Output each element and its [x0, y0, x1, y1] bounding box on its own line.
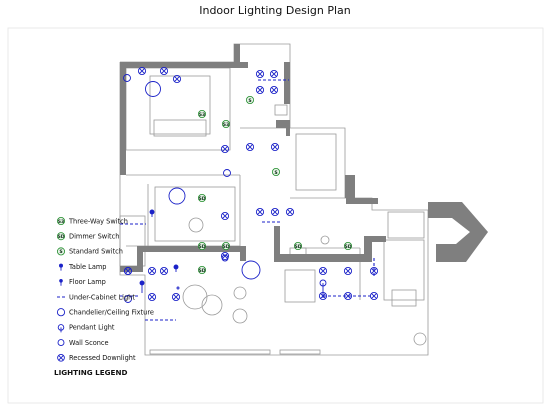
floor-lamp-icon: [59, 279, 63, 286]
svg-text:SD: SD: [57, 234, 64, 240]
three-way-switch-icon: S3: [197, 110, 206, 119]
legend-label: Three-Way Switch: [68, 217, 128, 225]
svg-text:SD: SD: [294, 244, 301, 250]
recessed-downlight-icon: [220, 251, 230, 261]
recessed-downlight-icon: [343, 266, 353, 276]
recessed-downlight-icon: [159, 266, 169, 276]
recessed-downlight-icon: [172, 74, 182, 84]
recessed-downlight-icon: [245, 142, 255, 152]
legend-item-chandelier: Chandelier/Ceiling Fixture: [56, 308, 154, 317]
svg-text:SD: SD: [198, 196, 205, 202]
recessed-downlight-icon: [255, 69, 265, 79]
dimmer-switch-icon: SD: [197, 265, 206, 274]
legend-item-pendant-light: Pendant Light: [57, 324, 115, 333]
dimmer-switch-icon: SD: [197, 193, 206, 202]
legend-label: Chandelier/Ceiling Fixture: [69, 309, 154, 317]
three-way-switch-symbol: S3: [57, 216, 66, 225]
legend-label: Under-Cabinet Light: [69, 293, 135, 301]
legend-label: Table Lamp: [68, 263, 106, 271]
pendant-light-icon: [57, 324, 65, 333]
svg-text:S3: S3: [223, 122, 230, 128]
dimmer-switch-icon: SD: [293, 241, 302, 250]
recessed-downlight-icon: [220, 211, 230, 221]
recessed-downlight-icon: [57, 353, 65, 362]
chandelier-icon: [56, 308, 66, 317]
recessed-downlight-icon: [285, 207, 295, 217]
recessed-downlight-icon: [137, 66, 147, 76]
pendants: [139, 279, 327, 298]
legend-label: Standard Switch: [69, 248, 123, 256]
svg-text:SD: SD: [222, 244, 229, 250]
recessed-downlight-icon: [220, 144, 230, 154]
recessed-downlight-icon: [318, 266, 328, 276]
under-cabinet-lights: [120, 79, 375, 321]
svg-text:S: S: [248, 98, 251, 104]
wall-sconce-icon: [57, 339, 65, 347]
legend-heading: LIGHTING LEGEND: [54, 368, 127, 377]
dimmer-switch-icon: SD: [221, 241, 230, 250]
legend-label: Dimmer Switch: [69, 233, 119, 241]
svg-text:SD: SD: [344, 244, 351, 250]
legend-item-floor-lamp: Floor Lamp: [59, 278, 106, 286]
standard-switch-icon: S: [57, 247, 66, 256]
table-lamp-icon: [59, 263, 63, 271]
dimmer-switch-symbol: SD: [57, 232, 66, 241]
dimmer-switch-icon: SD: [197, 241, 206, 250]
plan-title: Indoor Lighting Design Plan: [199, 4, 351, 17]
legend-label: Wall Sconce: [69, 339, 109, 347]
three-way-switch-icon: S3: [221, 120, 230, 129]
legend-item-wall-sconce: Wall Sconce: [57, 339, 109, 347]
svg-text:SD: SD: [198, 244, 205, 250]
svg-text:S: S: [59, 249, 62, 255]
recessed-downlight-icon: [147, 292, 157, 302]
svg-text:S3: S3: [58, 219, 65, 225]
svg-text:SD: SD: [198, 268, 205, 274]
standard-switch-symbol: S: [57, 247, 66, 256]
recessed-downlight-icon: [57, 353, 65, 362]
recessed-downlight-icon: [171, 292, 181, 302]
legend-item-under-cabinet-light: Under-Cabinet Light: [57, 293, 135, 301]
svg-text:S: S: [274, 170, 277, 176]
recessed-downlight-icon: [255, 207, 265, 217]
wall-fills: [120, 44, 488, 272]
recessed-downlight-icon: [270, 207, 280, 217]
svg-text:S3: S3: [199, 112, 206, 118]
recessed-downlight-icon: [270, 142, 280, 152]
legend-item-dimmer-switch: SD Dimmer Switch: [57, 232, 119, 241]
recessed-downlight-icon: [269, 69, 279, 79]
recessed-downlight-icon: [147, 266, 157, 276]
recessed-downlight-icon: [255, 85, 265, 95]
three-way-switch-icon: S3: [57, 216, 66, 225]
legend-item-table-lamp: Table Lamp: [59, 263, 106, 271]
recessed-downlight-icon: [159, 66, 169, 76]
table-lamps: [149, 209, 179, 272]
legend-label: Pendant Light: [69, 324, 115, 332]
dimmer-switch-icon: SD: [343, 241, 352, 250]
dimmer-switch-icon: SD: [57, 232, 66, 241]
legend-label: Recessed Downlight: [69, 354, 136, 362]
legend-item-recessed-downlight: Recessed Downlight: [57, 353, 136, 362]
chandeliers: [145, 81, 261, 290]
legend-label: Floor Lamp: [69, 278, 106, 286]
standard-switch-icon: S: [271, 167, 280, 176]
recessed-downlight-icon: [269, 85, 279, 95]
legend-item-standard-switch: S Standard Switch: [57, 247, 123, 256]
standard-switch-icon: S: [245, 96, 254, 105]
